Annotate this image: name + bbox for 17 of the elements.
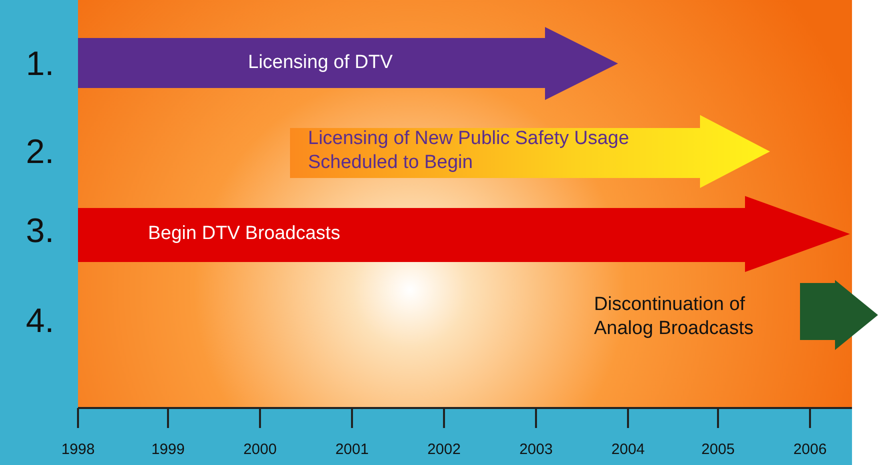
year-label: 1999 — [150, 441, 186, 458]
row-number: 1. — [24, 45, 56, 84]
year-label: 2001 — [334, 441, 370, 458]
row-number: 3. — [24, 212, 56, 251]
year-label: 2003 — [518, 441, 554, 458]
row-number: 2. — [24, 133, 56, 172]
arrow-label: Licensing of New Public Safety Usage Scheduled to Begin — [308, 127, 630, 175]
year-label: 2000 — [242, 441, 278, 458]
arrow-label: Licensing of DTV — [248, 51, 394, 75]
year-label: 2002 — [426, 441, 462, 458]
arrow-label: Begin DTV Broadcasts — [148, 222, 342, 246]
arrow-caption: Discontinuation of Analog Broadcasts — [594, 293, 754, 341]
year-label: 2004 — [610, 441, 646, 458]
year-label: 2006 — [792, 441, 828, 458]
row-number: 4. — [24, 302, 56, 341]
year-label: 1998 — [60, 441, 96, 458]
year-label: 2005 — [700, 441, 736, 458]
